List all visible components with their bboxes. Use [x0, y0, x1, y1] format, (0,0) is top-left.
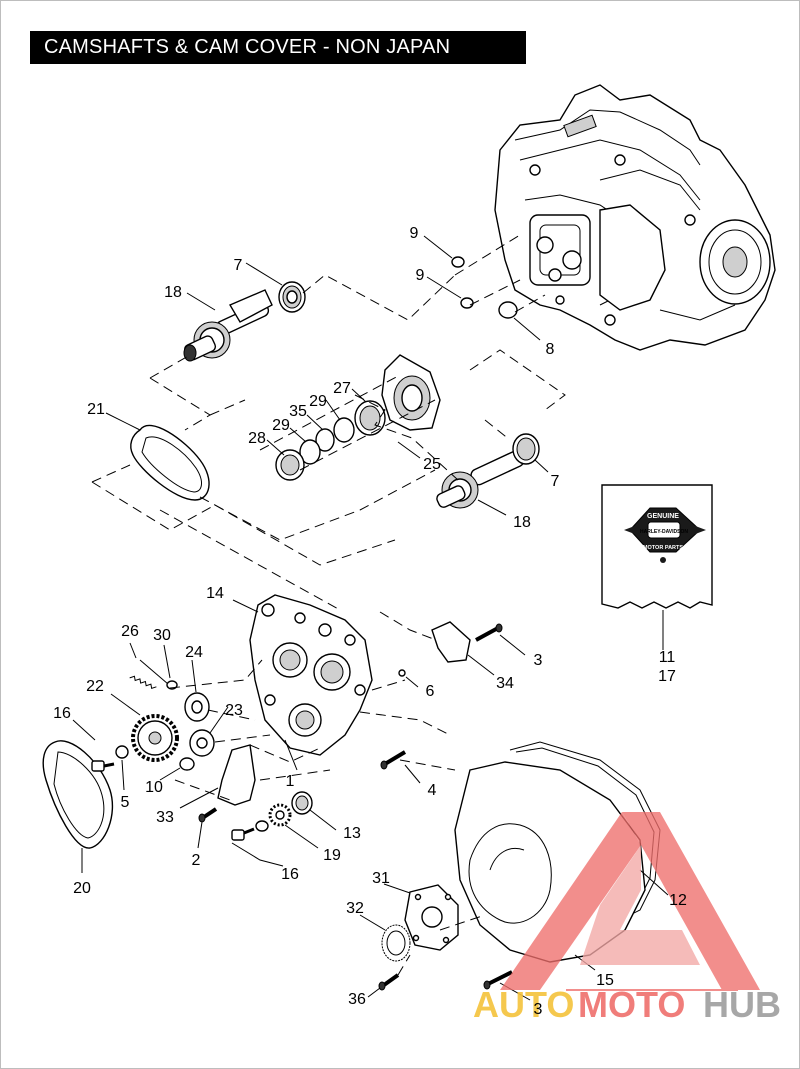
callout-10: 10 [145, 779, 163, 796]
plunger-30 [166, 680, 178, 690]
bearing-28 [275, 449, 305, 481]
crankcase [494, 84, 776, 351]
callout-35: 35 [289, 403, 307, 420]
callout-15: 15 [596, 972, 614, 989]
callout-5: 5 [121, 794, 130, 811]
ring-10 [179, 757, 195, 771]
callout-31: 31 [372, 870, 390, 887]
gasket-12 [509, 741, 661, 921]
callout-12: 12 [669, 892, 687, 909]
svg-text:AUTO: AUTO [473, 984, 574, 1025]
callout-2: 2 [192, 852, 201, 869]
callout-20: 20 [73, 880, 91, 897]
camshaft-lower [436, 450, 525, 509]
callout-22: 22 [86, 678, 104, 695]
callout-9-upper: 9 [410, 225, 419, 242]
bearing-7-upper [278, 281, 306, 313]
callout-18-lower: 18 [513, 514, 531, 531]
callout-28: 28 [248, 430, 266, 447]
callout-3-lower: 3 [534, 1001, 543, 1018]
o-ring-9-lower [460, 297, 474, 309]
bolt-3-lower [483, 970, 513, 990]
callout-32: 32 [346, 900, 364, 917]
ring-35 [315, 428, 335, 452]
screw-36 [378, 973, 400, 991]
bolt-16-lower [231, 827, 255, 841]
bearing-7-lower [512, 433, 540, 465]
automotohub-watermark [500, 812, 760, 991]
bolt-2 [198, 807, 218, 823]
callout-7-lower: 7 [551, 473, 560, 490]
callout-labels: 1 2 3 3 4 5 6 7 7 8 9 9 10 11 17 12 13 1… [53, 225, 687, 1018]
callout-23: 23 [225, 702, 243, 719]
bolt-16-left [91, 760, 115, 772]
svg-text:MOTOR PARTS: MOTOR PARTS [643, 545, 683, 551]
spring-26 [129, 659, 169, 690]
pin-6 [398, 669, 406, 677]
cam-chain-21 [130, 424, 210, 501]
ring-29-lower [299, 439, 321, 465]
callout-3-upper: 3 [534, 652, 543, 669]
camshaft-upper [183, 289, 273, 362]
watermark-wordmark: AUTO MOTO HUB [473, 984, 781, 1025]
tensioner-34 [431, 621, 471, 663]
bearing-13 [291, 791, 313, 815]
callout-11: 11 [659, 649, 676, 666]
callout-6: 6 [426, 683, 435, 700]
callout-7-upper: 7 [234, 257, 243, 274]
o-ring-8 [498, 301, 518, 319]
callout-21: 21 [87, 401, 105, 418]
callout-1: 1 [286, 773, 295, 790]
washer-5 [115, 745, 129, 759]
gasket-32 [381, 924, 411, 962]
page-title: CAMSHAFTS & CAM COVER - NON JAPAN [30, 31, 526, 64]
sprocket-22 [131, 714, 179, 762]
washer-16 [255, 820, 269, 832]
svg-text:GENUINE: GENUINE [647, 513, 679, 520]
sprocket-19 [268, 803, 292, 827]
callout-8: 8 [546, 341, 555, 358]
harley-davidson-genuine-logo: GENUINE HARLEY-DAVIDSON MOTOR PARTS [624, 507, 706, 563]
callout-26: 26 [121, 623, 139, 640]
washer-24 [184, 692, 210, 722]
callout-29-lower: 29 [272, 417, 290, 434]
callout-14: 14 [206, 585, 224, 602]
bolt-4 [380, 750, 407, 770]
svg-text:HUB: HUB [703, 984, 781, 1025]
svg-text:HARLEY-DAVIDSON: HARLEY-DAVIDSON [640, 529, 688, 535]
callout-4: 4 [428, 782, 437, 799]
washer-23 [189, 729, 215, 757]
chain-20 [42, 740, 114, 849]
callout-29-upper: 29 [309, 393, 327, 410]
callout-16-lower: 16 [281, 866, 299, 883]
cam-support-plate-27 [381, 354, 441, 431]
callout-9-lower: 9 [416, 267, 425, 284]
o-ring-9-upper [451, 256, 465, 268]
assembly-guide-lines [91, 234, 566, 976]
callout-18-upper: 18 [164, 284, 182, 301]
ring-29-upper [333, 417, 355, 443]
callout-27: 27 [333, 380, 351, 397]
callout-30: 30 [153, 627, 171, 644]
callout-13: 13 [343, 825, 361, 842]
callout-34: 34 [496, 675, 514, 692]
cam-support-plate-14 [249, 594, 373, 756]
bolt-3-upper [475, 623, 503, 642]
bearing-27 [354, 400, 386, 436]
callout-19: 19 [323, 847, 341, 864]
callout-16-left: 16 [53, 705, 71, 722]
callout-17: 17 [658, 668, 676, 685]
callout-33: 33 [156, 809, 174, 826]
callout-24: 24 [185, 644, 203, 661]
cover-plate-31 [404, 884, 459, 951]
svg-text:MOTO: MOTO [578, 984, 685, 1025]
callout-36: 36 [348, 991, 366, 1008]
tensioner-33 [217, 744, 256, 806]
callout-25: 25 [423, 456, 441, 473]
